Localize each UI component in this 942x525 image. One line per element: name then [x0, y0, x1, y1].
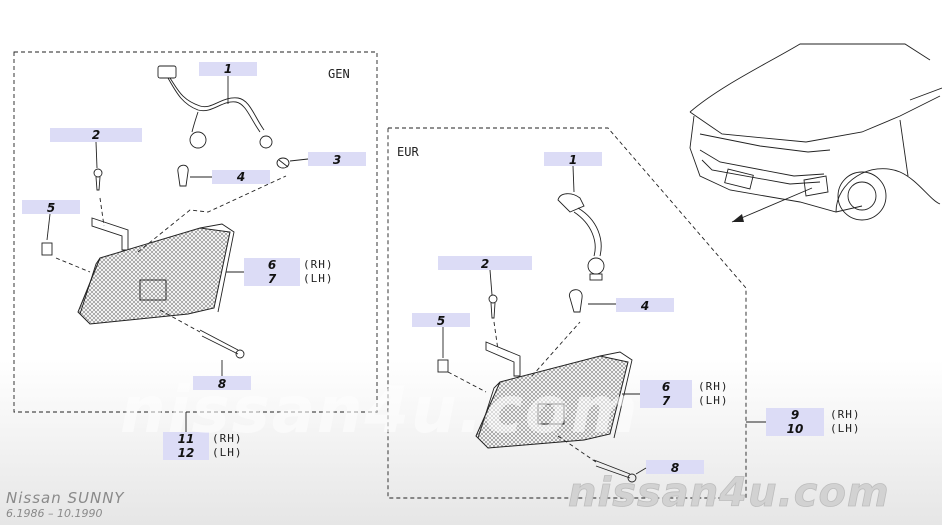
eur-screw — [488, 294, 498, 319]
part-7-gen-side: (LH) — [303, 272, 334, 285]
part-9-side: (RH) — [830, 408, 861, 421]
eur-harness-socket — [557, 193, 605, 281]
callout-box-7-gen — [244, 272, 300, 286]
part-6-eur-side: (RH) — [698, 380, 729, 393]
callout-box-2-eur — [438, 256, 532, 270]
part-10: 10 — [787, 422, 804, 436]
callout-box-5-eur — [412, 313, 470, 327]
part-3-gen: 3 — [333, 153, 341, 167]
callout-box-1-gen — [199, 62, 257, 76]
part-8-gen: 8 — [218, 377, 226, 391]
part-1-gen: 1 — [224, 62, 232, 76]
part-6-eur: 6 — [662, 380, 670, 394]
car-front-illustration — [689, 43, 942, 223]
callout-box-7-eur — [640, 394, 692, 408]
eur-lamp-assembly — [475, 341, 633, 449]
production-period: 6.1986 – 10.1990 — [6, 507, 102, 520]
callout-box-5-gen — [22, 200, 80, 214]
callout-box-2-gen — [50, 128, 142, 142]
callout-box-6-eur — [640, 380, 692, 394]
callout-box-4-eur — [616, 298, 674, 312]
part-5-eur: 5 — [437, 314, 445, 328]
part-2-gen: 2 — [92, 128, 100, 142]
part-6-gen-side: (RH) — [303, 258, 334, 271]
gen-clip — [41, 242, 53, 256]
part-12-side: (LH) — [212, 446, 243, 459]
background-fade — [0, 360, 942, 525]
callout-box-4-gen — [212, 170, 270, 184]
model-name: Nissan SUNNY — [6, 489, 125, 507]
part-4-eur: 4 — [640, 299, 649, 313]
gen-lamp-assembly — [77, 217, 235, 325]
part-11-side: (RH) — [212, 432, 243, 445]
callout-box-6-gen — [244, 258, 300, 272]
eur-clip — [437, 359, 449, 373]
eur-label: EUR — [397, 145, 419, 159]
watermark-brand: nissan4u.com — [568, 470, 890, 516]
part-12: 12 — [178, 446, 195, 460]
eur-bulb — [569, 289, 583, 313]
gen-harness-socket — [157, 65, 273, 149]
callout-box-8-gen — [193, 376, 251, 390]
part-4-gen: 4 — [236, 170, 245, 184]
eur-frame — [387, 127, 747, 499]
part-10-side: (LH) — [830, 422, 861, 435]
callout-box-1-eur — [544, 152, 602, 166]
callout-box-10 — [766, 422, 824, 436]
part-2-eur: 2 — [481, 257, 489, 271]
watermark-faint: nissan4u.com — [120, 374, 639, 448]
eur-bolt — [593, 459, 637, 483]
part-9: 9 — [791, 408, 799, 422]
gen-screw — [93, 168, 103, 191]
callout-box-8-eur — [646, 460, 704, 474]
gen-small-bulb — [276, 157, 290, 169]
callout-box-12 — [163, 446, 209, 460]
part-5-gen: 5 — [47, 201, 55, 215]
part-7-eur: 7 — [662, 394, 671, 408]
gen-label: GEN — [328, 67, 350, 81]
part-8-eur: 8 — [671, 461, 679, 475]
part-11: 11 — [178, 432, 195, 446]
part-1-eur: 1 — [569, 153, 577, 167]
gen-frame — [13, 51, 378, 413]
gen-bolt — [199, 329, 245, 359]
callout-box-3-gen — [308, 152, 366, 166]
part-7-gen: 7 — [268, 272, 277, 286]
callout-box-11 — [163, 432, 209, 446]
part-6-gen: 6 — [268, 258, 276, 272]
callout-box-9 — [766, 408, 824, 422]
gen-bulb — [177, 164, 189, 187]
part-7-eur-side: (LH) — [698, 394, 729, 407]
